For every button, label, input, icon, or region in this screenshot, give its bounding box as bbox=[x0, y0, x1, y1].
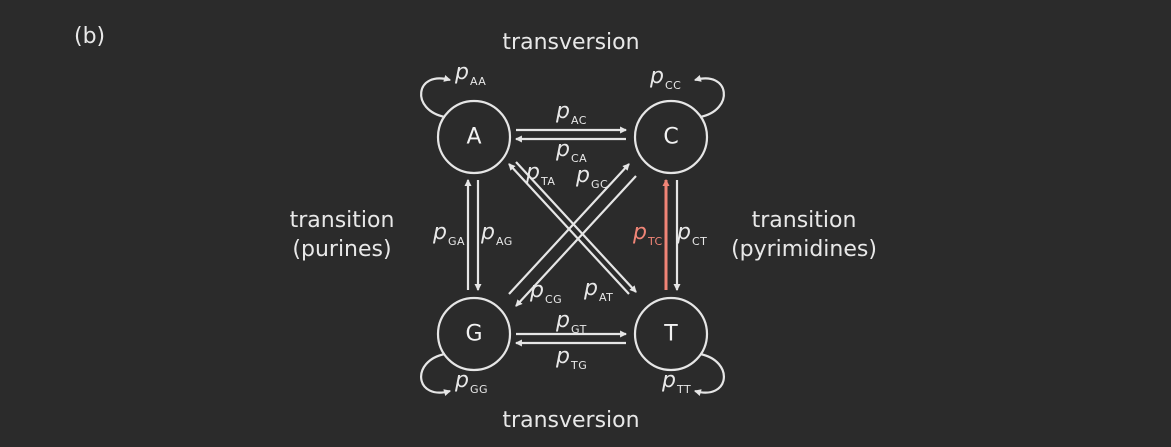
transition-pyrimidines-line2: (pyrimidines) bbox=[731, 237, 877, 262]
prob-cc: pCC bbox=[650, 64, 682, 92]
transition-pyrimidines-line1: transition bbox=[751, 208, 857, 233]
prob-aa: pAA bbox=[455, 60, 487, 88]
node-g-circle bbox=[436, 296, 512, 372]
prob-cg: pCG bbox=[530, 278, 563, 306]
transition-purines-line2: (purines) bbox=[292, 237, 392, 262]
node-a-label: A bbox=[466, 125, 481, 150]
prob-ta: pTA bbox=[526, 160, 556, 188]
prob-tc-highlighted: pTC bbox=[633, 220, 663, 248]
bottom-transversion-label: transversion bbox=[502, 408, 640, 433]
prob-ga: pGA bbox=[433, 220, 466, 248]
top-transversion-label: transversion bbox=[502, 30, 640, 55]
prob-at: pAT bbox=[584, 276, 614, 304]
node-c-label: C bbox=[663, 125, 678, 150]
self-loop-c-arrow bbox=[693, 75, 725, 119]
node-c-circle bbox=[633, 99, 709, 175]
self-loop-a-arrow bbox=[420, 75, 452, 119]
prob-tg: pTG bbox=[556, 344, 588, 372]
prob-gg: pGG bbox=[455, 368, 489, 396]
prob-ct: pCT bbox=[677, 220, 708, 248]
self-loop-g-arrow bbox=[420, 352, 452, 396]
node-t-label: T bbox=[663, 322, 678, 347]
prob-gc: pGC bbox=[576, 163, 609, 191]
prob-ca: pCA bbox=[556, 137, 588, 165]
transition-purines-line1: transition bbox=[289, 208, 395, 233]
prob-ac: pAC bbox=[556, 99, 587, 127]
node-g-label: G bbox=[465, 322, 482, 347]
panel-label: (b) bbox=[74, 24, 106, 49]
transition-pyrimidines-label: transition (pyrimidines) bbox=[731, 206, 877, 264]
arrow-g-to-c bbox=[508, 163, 630, 295]
arrow-a-to-t bbox=[515, 161, 637, 293]
prob-ag: pAG bbox=[481, 220, 513, 248]
prob-tt: pTT bbox=[662, 368, 692, 396]
self-loop-t-arrow bbox=[693, 352, 725, 396]
transition-purines-label: transition (purines) bbox=[290, 206, 395, 264]
node-t-circle bbox=[633, 296, 709, 372]
node-a-circle bbox=[436, 99, 512, 175]
arrow-c-to-g bbox=[515, 175, 637, 307]
prob-gt: pGT bbox=[556, 308, 587, 336]
